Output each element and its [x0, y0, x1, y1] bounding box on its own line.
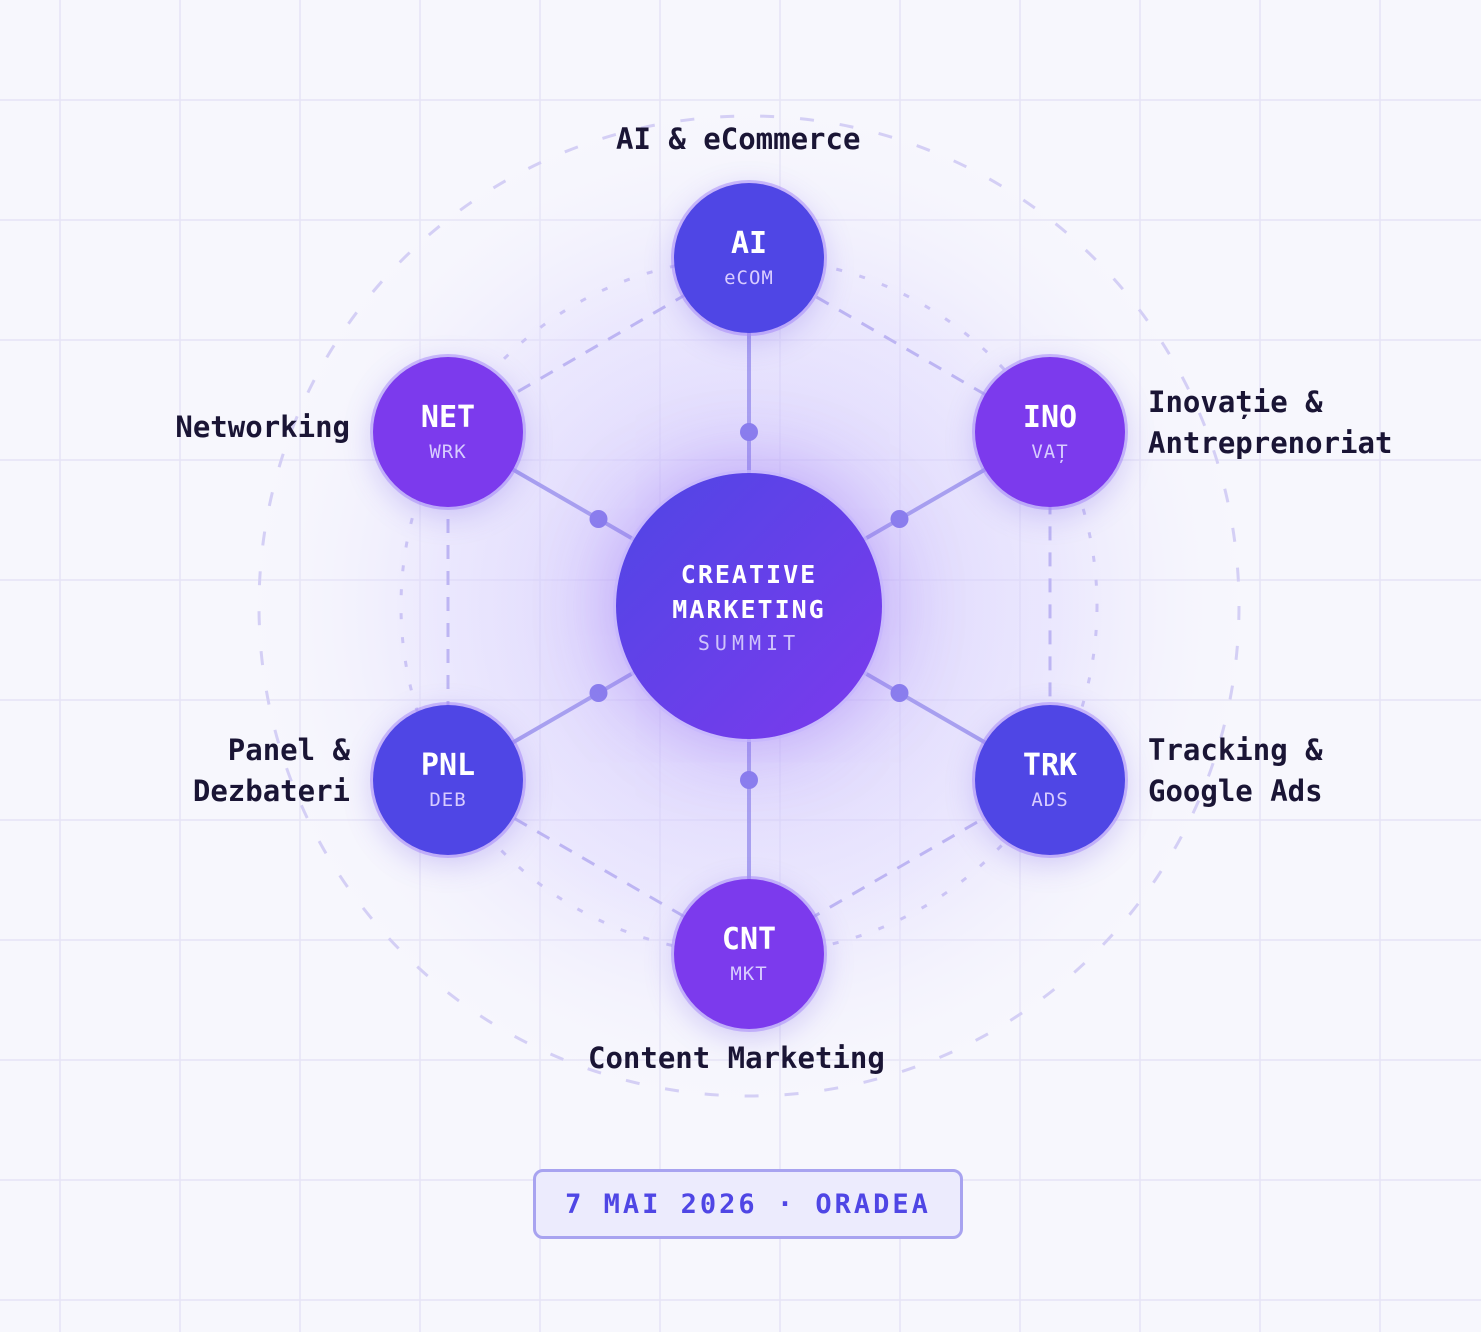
- node-sub: MKT: [730, 963, 768, 985]
- center-subtitle: SUMMIT: [697, 631, 801, 655]
- date-location-text: 7 MAI 2026 · ORADEA: [565, 1188, 931, 1220]
- date-location-badge: 7 MAI 2026 · ORADEA: [533, 1169, 963, 1239]
- node-ino[interactable]: INO VAȚ: [975, 357, 1125, 507]
- node-sub: WRK: [429, 441, 467, 463]
- label-line: Inovație &: [1148, 385, 1323, 419]
- spoke-dot: [890, 510, 909, 528]
- node-sub: eCOM: [724, 267, 774, 289]
- node-code: INO: [1022, 400, 1078, 435]
- label-panel: Panel & Dezbateri: [193, 730, 350, 812]
- node-code: NET: [420, 400, 476, 435]
- outer-dashed-ring: [257, 114, 1241, 1098]
- node-sub: ADS: [1031, 789, 1069, 811]
- node-code: TRK: [1022, 748, 1078, 783]
- node-sub: DEB: [429, 789, 467, 811]
- node-code: PNL: [420, 748, 476, 783]
- label-line: Panel &: [227, 733, 350, 767]
- node-code: CNT: [721, 922, 777, 957]
- node-trk[interactable]: TRK ADS: [975, 705, 1125, 855]
- center-title-line1: CREATIVE: [680, 560, 818, 589]
- inner-dashed-ring: [399, 256, 1099, 956]
- label-tracking: Tracking & Google Ads: [1148, 730, 1323, 812]
- center-hub: CREATIVE MARKETING SUMMIT: [616, 473, 882, 739]
- node-code: AI: [730, 226, 768, 261]
- label-line: Dezbateri: [192, 774, 350, 808]
- node-pnl[interactable]: PNL DEB: [373, 705, 523, 855]
- node-net[interactable]: NET WRK: [373, 357, 523, 507]
- label-networking: Networking: [175, 410, 350, 444]
- label-ai-ecommerce: AI & eCommerce: [616, 122, 861, 156]
- spoke-dot: [589, 510, 608, 528]
- label-line: Antreprenoriat: [1148, 426, 1393, 460]
- spoke-dot: [589, 684, 608, 702]
- label-content-marketing: Content Marketing: [588, 1041, 885, 1075]
- spoke-dot: [740, 771, 758, 789]
- node-sub: VAȚ: [1031, 441, 1069, 463]
- label-line: Google Ads: [1148, 774, 1323, 808]
- label-line: Tracking &: [1148, 733, 1323, 767]
- spoke-dot: [740, 423, 758, 441]
- center-title-line2: MARKETING: [672, 595, 826, 624]
- label-inovatie: Inovație & Antreprenoriat: [1148, 382, 1392, 464]
- node-ai[interactable]: AI eCOM: [674, 183, 824, 333]
- spoke-dot: [890, 684, 909, 702]
- node-cnt[interactable]: CNT MKT: [674, 879, 824, 1029]
